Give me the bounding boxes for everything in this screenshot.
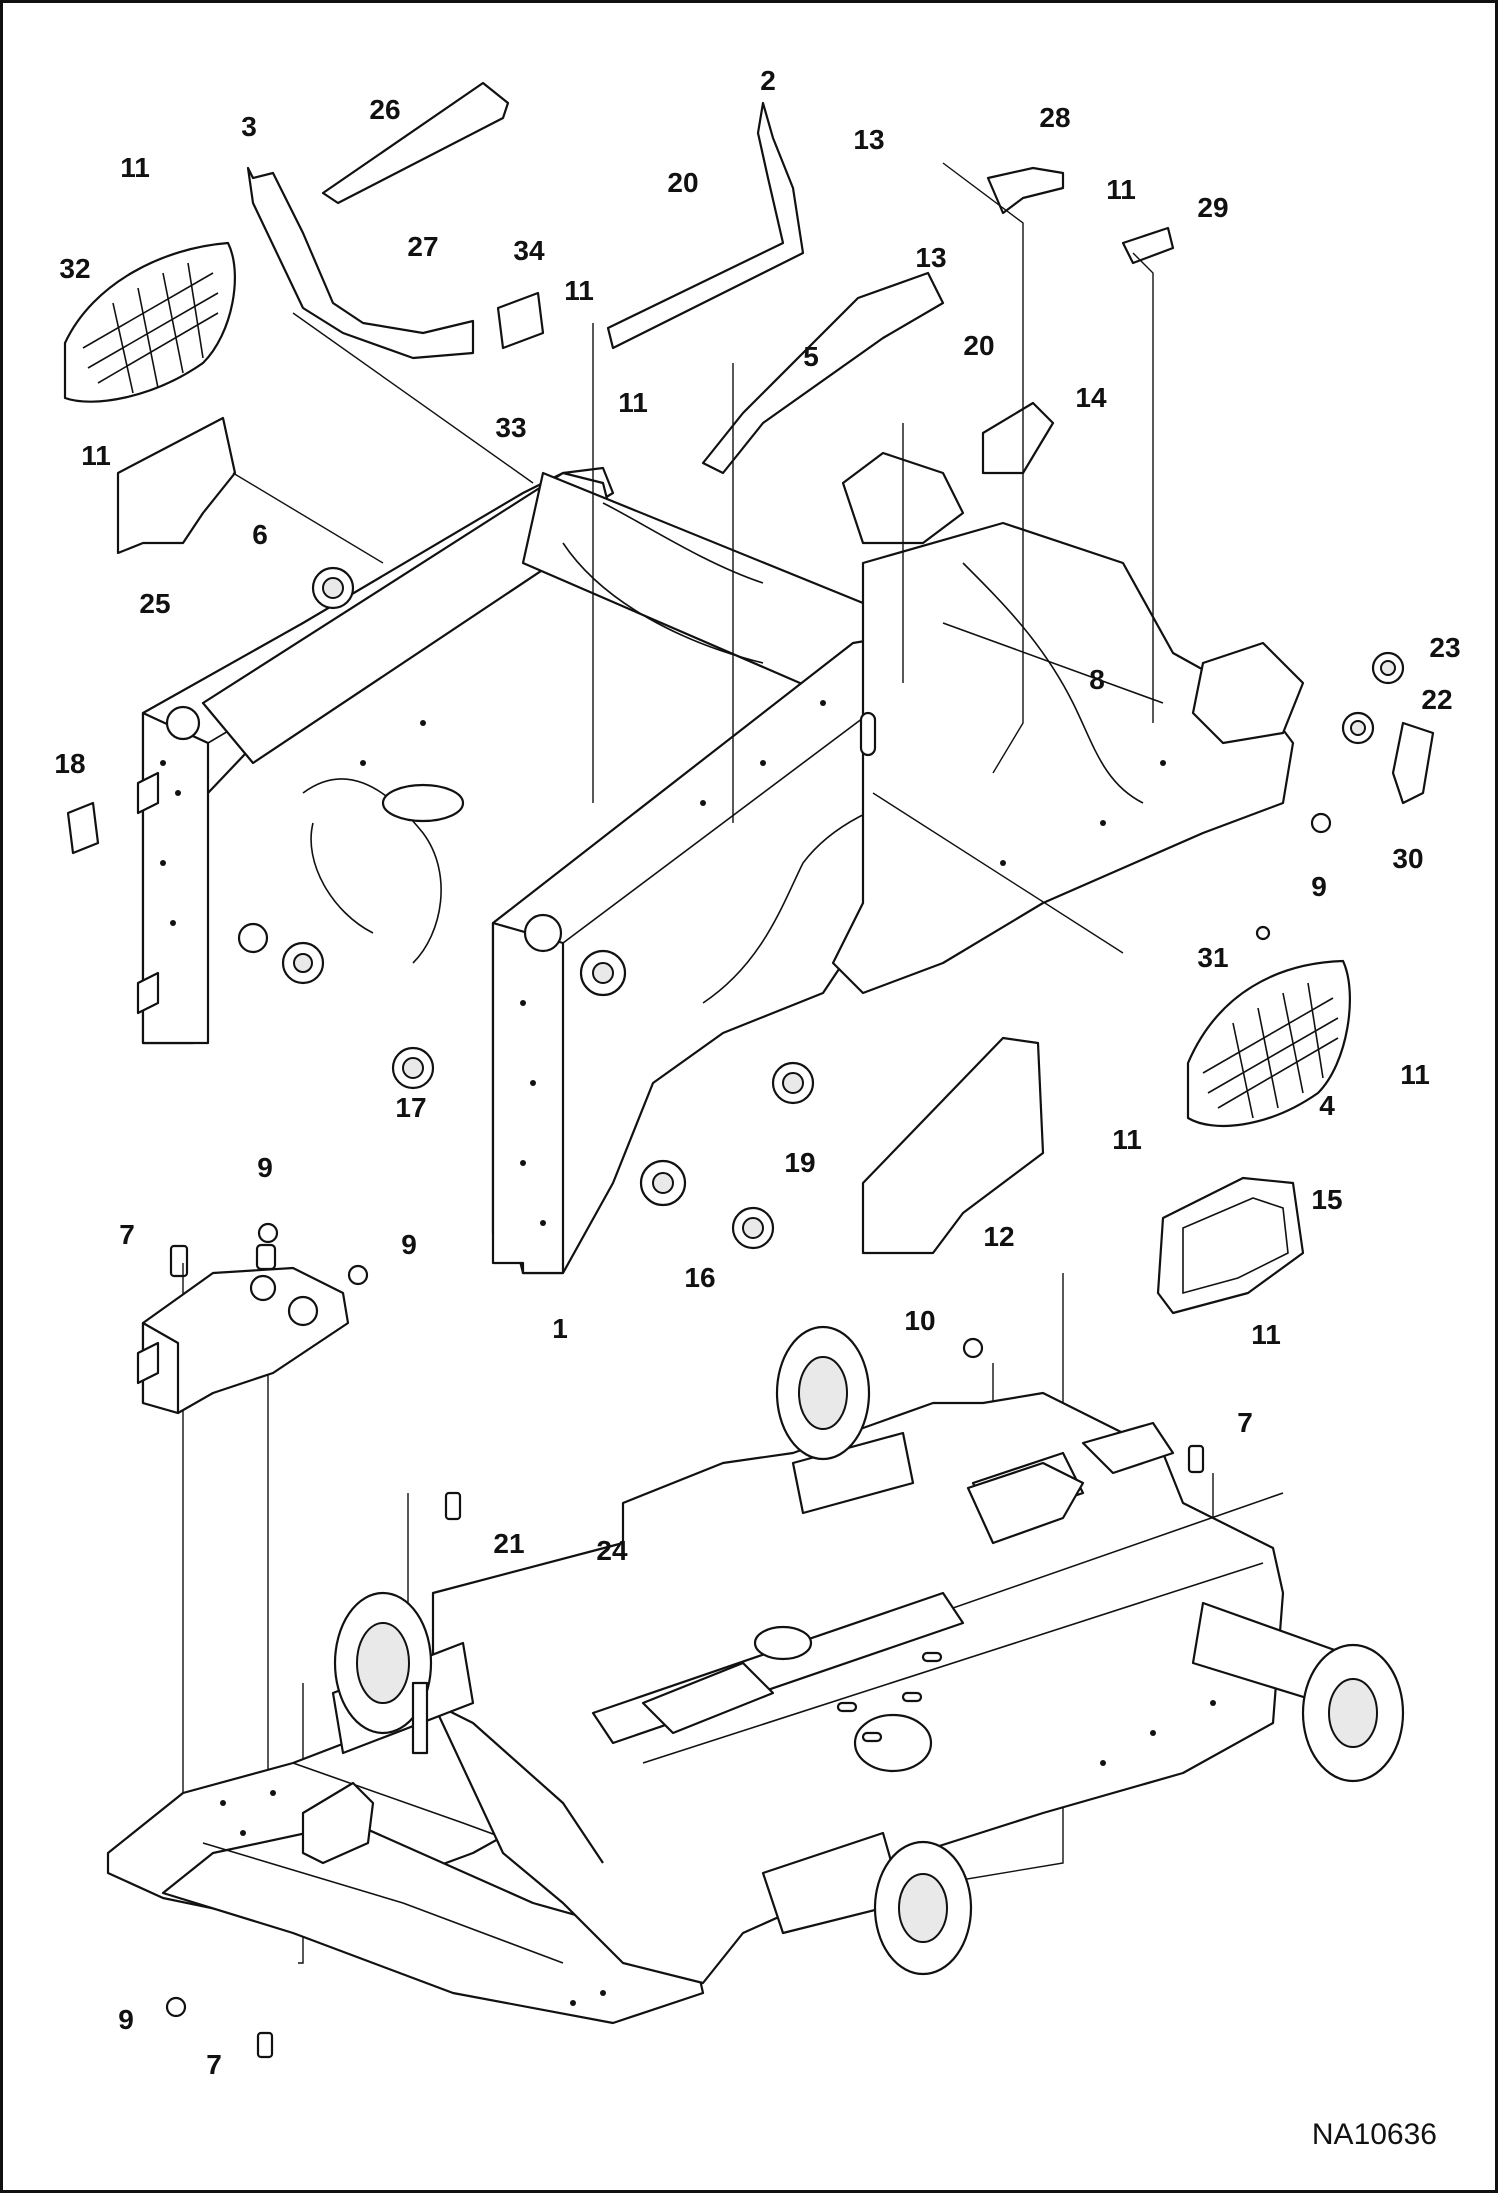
callout-label: 11 bbox=[564, 275, 594, 306]
lower-chassis bbox=[106, 1325, 1405, 2025]
callout-label: 16 bbox=[684, 1262, 716, 1293]
callout-label: 9 bbox=[401, 1229, 417, 1260]
callout-label: 22 bbox=[1421, 684, 1453, 715]
callout-label: 29 bbox=[1197, 192, 1229, 223]
callout-label: 21 bbox=[493, 1528, 525, 1559]
callout-label: 8 bbox=[1089, 664, 1105, 695]
callout-label: 9 bbox=[1311, 871, 1327, 902]
callout-label: 7 bbox=[1237, 1407, 1253, 1438]
callout-label: 27 bbox=[407, 231, 439, 262]
callout-label: 23 bbox=[1429, 632, 1461, 663]
callout-label: 18 bbox=[54, 748, 86, 779]
callout-label: 13 bbox=[853, 124, 885, 155]
callout-label: 4 bbox=[1319, 1090, 1335, 1121]
exploded-parts-diagram bbox=[63, 81, 1435, 2059]
callout-label: 11 bbox=[618, 387, 648, 418]
callout-label: 34 bbox=[513, 235, 545, 266]
top-brackets bbox=[66, 81, 1435, 855]
callout-label: 17 bbox=[395, 1092, 427, 1123]
callout-label: 11 bbox=[81, 440, 111, 471]
front-cover-plate bbox=[861, 1036, 1045, 1255]
callout-label: 28 bbox=[1039, 102, 1071, 133]
callout-label: 33 bbox=[495, 412, 527, 443]
callout-label: 11 bbox=[1112, 1124, 1142, 1155]
right-mount-box bbox=[1156, 1176, 1305, 1315]
callout-label: 15 bbox=[1311, 1184, 1343, 1215]
drawing-number: NA10636 bbox=[1311, 2118, 1437, 2151]
callout-label: 1 bbox=[552, 1313, 568, 1344]
callout-label: 9 bbox=[118, 2004, 134, 2035]
callout-label: 11 bbox=[1106, 174, 1136, 205]
callout-label: 7 bbox=[119, 1219, 135, 1250]
callout-label: 11 bbox=[1400, 1059, 1430, 1090]
callout-label: 14 bbox=[1075, 382, 1107, 413]
callout-label: 12 bbox=[983, 1221, 1015, 1252]
callout-label: 26 bbox=[369, 94, 401, 125]
callout-label: 11 bbox=[120, 152, 150, 183]
callout-label: 5 bbox=[803, 341, 819, 372]
callout-label: 32 bbox=[59, 253, 91, 284]
lower-front-bracket bbox=[136, 1266, 350, 1415]
left-grille bbox=[63, 241, 236, 403]
hardware bbox=[165, 566, 1405, 2059]
right-grille bbox=[1186, 959, 1351, 1127]
callout-label: 19 bbox=[784, 1147, 816, 1178]
callout-label: 10 bbox=[904, 1305, 936, 1336]
callout-label: 2 bbox=[760, 65, 776, 96]
callout-label: 31 bbox=[1197, 942, 1229, 973]
callout-label: 20 bbox=[667, 167, 699, 198]
callout-label: 3 bbox=[241, 111, 257, 142]
callout-label: 9 bbox=[257, 1152, 273, 1183]
callout-label: 25 bbox=[139, 588, 171, 619]
callout-label: 20 bbox=[963, 330, 995, 361]
callout-label: 30 bbox=[1392, 843, 1424, 874]
callout-label: 7 bbox=[206, 2049, 222, 2080]
callout-label: 13 bbox=[915, 242, 947, 273]
callout-label: 6 bbox=[252, 519, 268, 550]
rear-cover-plate bbox=[116, 416, 237, 555]
callout-label: 24 bbox=[596, 1535, 628, 1566]
callout-label: 11 bbox=[1251, 1319, 1281, 1350]
